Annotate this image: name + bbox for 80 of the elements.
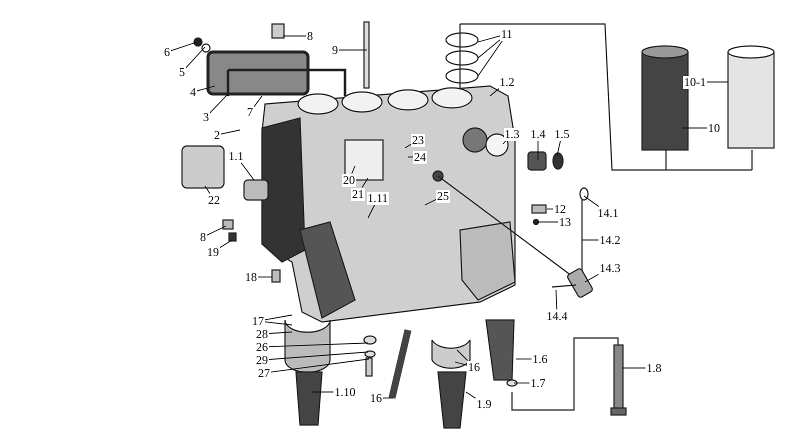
callout-number: 29 — [255, 354, 269, 366]
leader-line — [186, 46, 206, 68]
callout-number: 1.4 — [530, 128, 546, 140]
leader-line — [362, 178, 368, 188]
callout-number: 17 — [251, 314, 265, 328]
leader-line — [408, 156, 414, 158]
leader-line — [454, 362, 468, 366]
leader-line — [424, 199, 436, 206]
callout-number: 11 — [500, 28, 514, 40]
callout-number: 12 — [553, 202, 567, 216]
leader-line — [404, 144, 412, 148]
leader-line — [466, 392, 476, 399]
callout-number: 1.10 — [334, 386, 356, 398]
leader-line — [556, 140, 561, 156]
callout-number: 16 — [369, 392, 383, 404]
leader-line — [478, 35, 500, 42]
callout-number: 14.2 — [598, 234, 622, 246]
callout-number: 7 — [246, 106, 254, 118]
callout-number: 24 — [413, 150, 427, 164]
leader-line — [456, 350, 468, 361]
callout-number: 18 — [244, 270, 258, 284]
callout-number: 1.7 — [530, 376, 546, 390]
leader-line — [478, 39, 500, 58]
leader-line — [264, 314, 292, 320]
leader-line — [258, 276, 272, 278]
callout-number: 1.9 — [476, 398, 492, 410]
callout-number: 1.6 — [532, 352, 548, 366]
callout-number: 8 — [306, 30, 314, 42]
leader-line — [270, 358, 370, 373]
callout-number: 25 — [436, 190, 450, 202]
callout-number: 2 — [213, 128, 221, 142]
leader-line — [546, 208, 554, 210]
leader-line — [196, 86, 216, 92]
callout-number: 13 — [558, 216, 572, 228]
callout-number: 28 — [255, 328, 269, 340]
leader-line — [206, 226, 226, 236]
callout-number: 14.1 — [596, 206, 620, 220]
callout-number: 16 — [467, 360, 481, 374]
leader-line — [204, 186, 210, 194]
leader-line — [556, 290, 558, 310]
callout-number: 14.4 — [546, 310, 568, 322]
callout-number: 1.1 — [228, 150, 244, 162]
leader-line — [220, 240, 232, 248]
leader-line — [490, 88, 500, 96]
leader-line — [268, 342, 368, 348]
callout-number: 4 — [189, 86, 197, 98]
leader-line — [170, 42, 198, 52]
leader-line — [584, 196, 600, 207]
leader-line — [584, 274, 599, 282]
leader-line — [478, 40, 503, 76]
leader-line — [268, 352, 368, 360]
callout-number: 8 — [199, 230, 207, 244]
callout-number: 1.2 — [498, 76, 516, 88]
leader-line — [264, 321, 292, 326]
leader-line — [268, 332, 292, 334]
leader-line — [351, 166, 356, 174]
leader-line — [254, 96, 262, 108]
callout-number: 10 — [707, 122, 721, 134]
callout-number: 23 — [411, 134, 425, 146]
callout-number: 14.3 — [598, 262, 622, 274]
callout-number: 9 — [331, 44, 339, 56]
callout-number: 6 — [163, 46, 171, 58]
callout-number: 1.5 — [554, 128, 570, 140]
callout-number: 1.3 — [504, 128, 520, 140]
callout-number: 3 — [202, 110, 210, 124]
callout-number: 1.8 — [646, 362, 662, 374]
callout-number: 5 — [178, 66, 186, 78]
leader-line — [220, 130, 240, 135]
callout-number: 26 — [255, 340, 269, 354]
callout-number: 20 — [342, 174, 356, 186]
callout-number: 19 — [206, 246, 220, 258]
leader-line — [210, 94, 228, 114]
leader-line — [240, 162, 254, 180]
callout-number: 10-1 — [683, 76, 707, 88]
callout-number: 27 — [257, 366, 271, 380]
leader-line — [516, 358, 532, 360]
callout-number: 21 — [351, 188, 365, 200]
leader-line — [368, 204, 376, 218]
callout-number: 22 — [207, 194, 221, 206]
leader-line — [514, 382, 530, 384]
